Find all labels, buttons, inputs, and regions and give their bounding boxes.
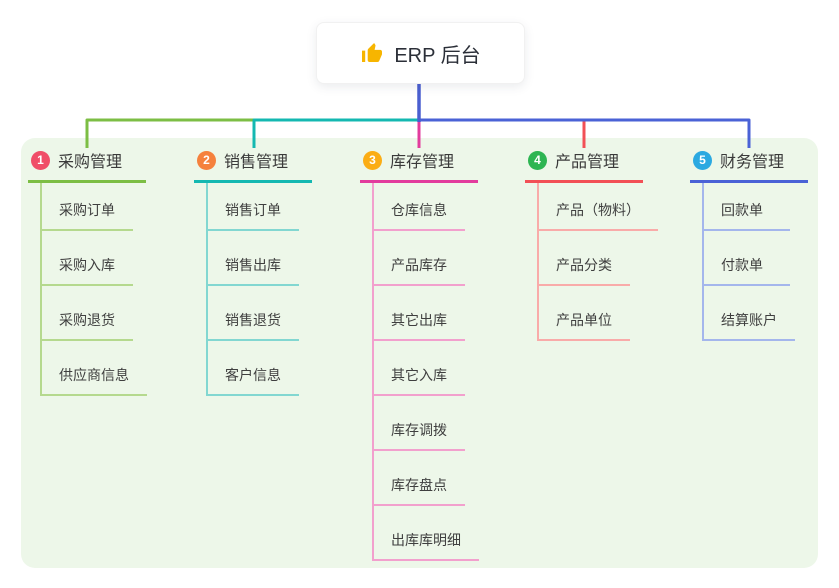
branch-inventory: 3 库存管理 仓库信息产品库存其它出库其它入库库存调拨库存盘点出库库明细 [360,148,510,561]
branches-panel [21,138,818,568]
branch-label: 销售管理 [224,154,289,171]
mindmap-leaf-item[interactable]: 采购退货 [42,286,133,341]
branch-title-inventory[interactable]: 3 库存管理 [360,148,478,183]
branch-product: 4 产品管理 产品（物料）产品分类产品单位 [525,148,675,341]
branch-items-purchase: 采购订单采购入库采购退货供应商信息 [40,183,147,396]
branch-items-product: 产品（物料）产品分类产品单位 [537,183,658,341]
branch-items-inventory: 仓库信息产品库存其它出库其它入库库存调拨库存盘点出库库明细 [372,183,479,561]
thumbs-up-icon [360,41,384,65]
badge-1: 1 [31,150,50,170]
mindmap-leaf-item[interactable]: 采购入库 [42,231,133,286]
badge-3: 3 [363,150,382,170]
mindmap-leaf-item[interactable]: 销售退货 [208,286,299,341]
mindmap-leaf-item[interactable]: 其它出库 [374,286,465,341]
mindmap-leaf-item[interactable]: 库存盘点 [374,451,465,506]
branch-title-product[interactable]: 4 产品管理 [525,148,643,183]
branch-title-sales[interactable]: 2 销售管理 [194,148,312,183]
mindmap-leaf-item[interactable]: 付款单 [704,231,790,286]
mindmap-leaf-item[interactable]: 产品库存 [374,231,465,286]
mindmap-leaf-item[interactable]: 客户信息 [208,341,299,396]
mindmap-leaf-item[interactable]: 出库库明细 [374,506,479,561]
root-node[interactable]: ERP 后台 [316,22,525,84]
branch-label: 采购管理 [58,154,123,171]
mindmap-leaf-item[interactable]: 供应商信息 [42,341,147,396]
mindmap-leaf-item[interactable]: 回款单 [704,183,790,231]
mindmap-leaf-item[interactable]: 仓库信息 [374,183,465,231]
mindmap-leaf-item[interactable]: 结算账户 [704,286,795,341]
badge-2: 2 [197,150,216,170]
mindmap-leaf-item[interactable]: 库存调拨 [374,396,465,451]
mindmap-leaf-item[interactable]: 销售订单 [208,183,299,231]
branch-finance: 5 财务管理 回款单付款单结算账户 [690,148,839,341]
root-title: ERP 后台 [394,44,481,67]
branch-sales: 2 销售管理 销售订单销售出库销售退货客户信息 [194,148,344,396]
branch-label: 产品管理 [555,154,620,171]
badge-4: 4 [528,150,547,170]
mindmap-leaf-item[interactable]: 销售出库 [208,231,299,286]
branch-purchase: 1 采购管理 采购订单采购入库采购退货供应商信息 [28,148,178,396]
badge-5: 5 [693,150,712,170]
mindmap-leaf-item[interactable]: 采购订单 [42,183,133,231]
mindmap-leaf-item[interactable]: 其它入库 [374,341,465,396]
mindmap-leaf-item[interactable]: 产品（物料） [539,183,658,231]
branch-label: 库存管理 [390,154,455,171]
branch-items-sales: 销售订单销售出库销售退货客户信息 [206,183,299,396]
branch-label: 财务管理 [720,154,785,171]
mindmap-leaf-item[interactable]: 产品分类 [539,231,630,286]
branch-items-finance: 回款单付款单结算账户 [702,183,795,341]
mindmap-leaf-item[interactable]: 产品单位 [539,286,630,341]
branch-title-purchase[interactable]: 1 采购管理 [28,148,146,183]
branch-title-finance[interactable]: 5 财务管理 [690,148,808,183]
